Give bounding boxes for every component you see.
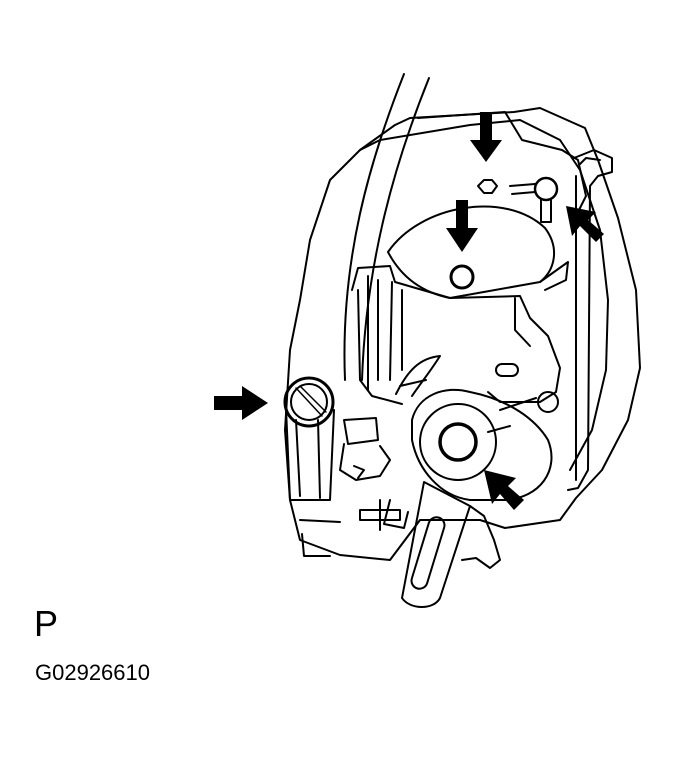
- latch-frame: [351, 265, 561, 405]
- arrow-to-left-nut: [214, 386, 268, 420]
- arrow-to-lever-bolt: [484, 470, 524, 510]
- cam-plate: [387, 205, 569, 299]
- housing-inner-edge: [359, 119, 609, 471]
- left-cylinder-nut: [283, 376, 335, 501]
- control-rod: [343, 73, 430, 381]
- lever-slot: [410, 516, 446, 590]
- top-plate: [417, 111, 587, 221]
- hex-nut: [477, 179, 498, 194]
- arrow-down-to-hex-nut: [470, 112, 502, 162]
- arrow-to-top-pin: [566, 206, 604, 242]
- figure-code: G02926610: [35, 660, 150, 685]
- cam-pivot-pin: [449, 264, 475, 290]
- side-bracket: [567, 149, 613, 491]
- lever-pivot-bolt: [438, 422, 478, 462]
- arrow-down-to-cam-pin: [446, 200, 478, 252]
- top-pin: [509, 176, 559, 223]
- side-pin: [537, 391, 559, 413]
- lever-assembly: [401, 388, 553, 608]
- small-slot: [495, 363, 519, 377]
- lock-housing-outline: [284, 107, 641, 561]
- view-label: P: [34, 603, 59, 644]
- spring-wire: [395, 355, 441, 397]
- lower-bracket: [299, 397, 537, 557]
